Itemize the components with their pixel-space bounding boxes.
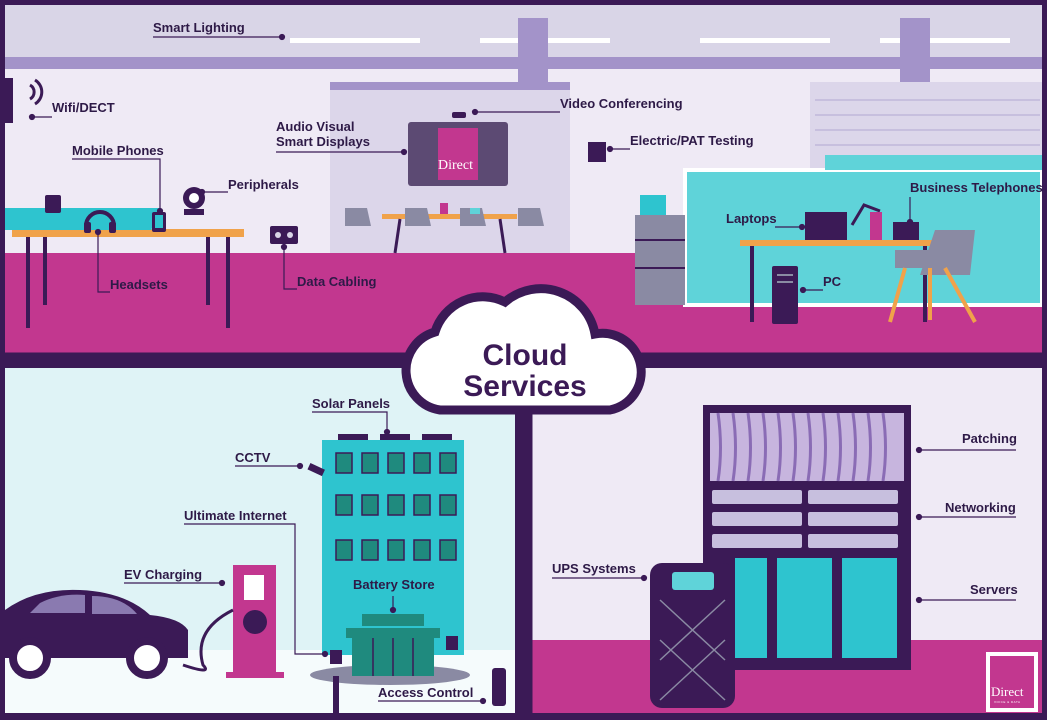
label-cctv: CCTV — [235, 450, 271, 465]
label-headsets: Headsets — [110, 277, 168, 292]
left-desk — [12, 229, 244, 237]
label-av-line1: Audio Visual — [276, 119, 355, 134]
label-ultimate-internet: Ultimate Internet — [184, 508, 287, 523]
label-access-control: Access Control — [378, 685, 474, 700]
server-room-panel — [532, 368, 1042, 713]
label-electric-pat: Electric/PAT Testing — [630, 133, 754, 148]
label-av-line2: Smart Displays — [276, 134, 370, 149]
label-ups-systems: UPS Systems — [552, 561, 636, 576]
label-mobile-phones: Mobile Phones — [72, 143, 164, 158]
cloud-shape — [401, 284, 646, 415]
label-audio-visual: Audio Visual Smart Displays — [276, 119, 370, 149]
label-wifi-dect: Wifi/DECT — [52, 100, 115, 115]
label-patching: Patching — [962, 431, 1017, 446]
label-peripherals: Peripherals — [228, 177, 299, 192]
label-networking: Networking — [945, 500, 1016, 515]
pat-box — [588, 142, 606, 162]
video-camera — [452, 112, 466, 118]
logo-box — [990, 656, 1034, 708]
ups-unit — [650, 563, 735, 708]
label-pc: PC — [823, 274, 842, 289]
cloud-title-line1: Cloud — [482, 339, 568, 372]
label-servers: Servers — [970, 582, 1018, 597]
corner-logo-text: Direct — [991, 684, 1024, 699]
label-smart-lighting: Smart Lighting — [153, 20, 245, 35]
wifi-unit — [5, 78, 13, 123]
label-battery-store: Battery Store — [353, 577, 435, 592]
right-desk — [740, 240, 940, 246]
pc-tower — [772, 266, 798, 324]
cloud-title-line2: Services — [463, 370, 587, 403]
corner-logo-sub: VOICE & DATA — [994, 700, 1021, 704]
label-video-conferencing: Video Conferencing — [560, 96, 683, 111]
data-socket — [270, 226, 298, 244]
label-business-telephones: Business Telephones — [910, 180, 1043, 195]
leader-lines — [28, 33, 1016, 705]
cloud-services-title: Cloud Services — [450, 340, 600, 402]
label-ev-charging: EV Charging — [124, 567, 203, 582]
tv-logo-text: Direct — [438, 158, 473, 173]
office-panel — [0, 5, 1044, 353]
label-laptops: Laptops — [726, 211, 777, 226]
exterior-panel — [5, 368, 515, 713]
label-data-cabling: Data Cabling — [297, 274, 377, 289]
reception-wall — [683, 168, 1044, 307]
label-solar-panels: Solar Panels — [312, 396, 391, 411]
